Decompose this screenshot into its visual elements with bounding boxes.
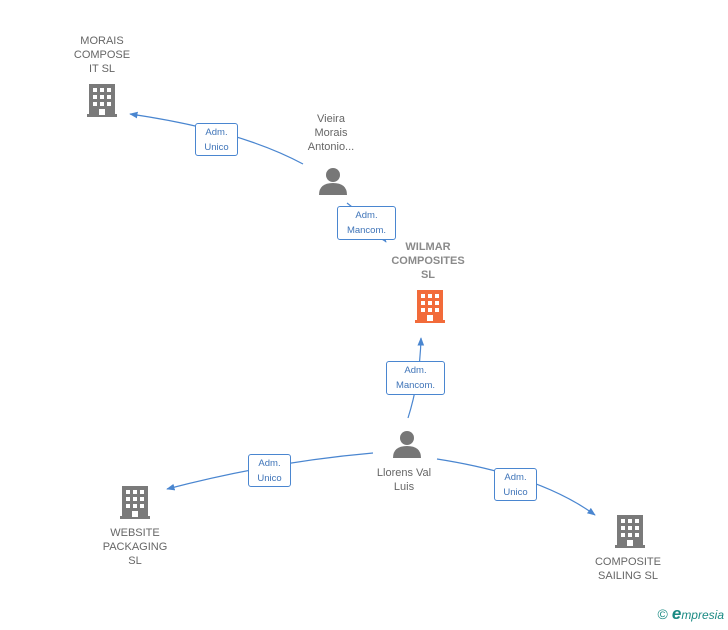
node-label-website[interactable]: WEBSITE PACKAGING SL	[102, 527, 168, 567]
relation-badge[interactable]: Adm. Unico	[494, 468, 537, 501]
relation-badge[interactable]: Adm. Mancom.	[386, 361, 445, 395]
building-icon[interactable]	[87, 84, 117, 117]
brand-logo-text: mpresia	[681, 608, 724, 622]
person-icon[interactable]	[393, 431, 421, 458]
building-icon[interactable]	[615, 515, 645, 548]
node-label-composite[interactable]: COMPOSITE SAILING SL	[594, 556, 661, 582]
node-label-llorens[interactable]: Llorens Val Luis	[376, 467, 432, 493]
person-icon[interactable]	[319, 168, 347, 195]
relation-badge[interactable]: Adm. Unico	[195, 123, 238, 156]
node-label-vieira[interactable]: Vieira Morais Antonio...	[307, 113, 355, 153]
brand-logo-e: e	[671, 604, 682, 623]
relation-badge[interactable]: Adm. Unico	[248, 454, 291, 487]
node-label-morais[interactable]: MORAIS COMPOSE IT SL	[73, 35, 131, 75]
relation-badge[interactable]: Adm. Mancom.	[337, 206, 396, 240]
brand-footer: ©empresia	[658, 604, 724, 624]
building-icon[interactable]	[415, 290, 445, 323]
node-label-wilmar[interactable]: WILMAR COMPOSITES SL	[391, 241, 465, 281]
building-icon[interactable]	[120, 486, 150, 519]
copyright-icon: ©	[657, 606, 668, 622]
